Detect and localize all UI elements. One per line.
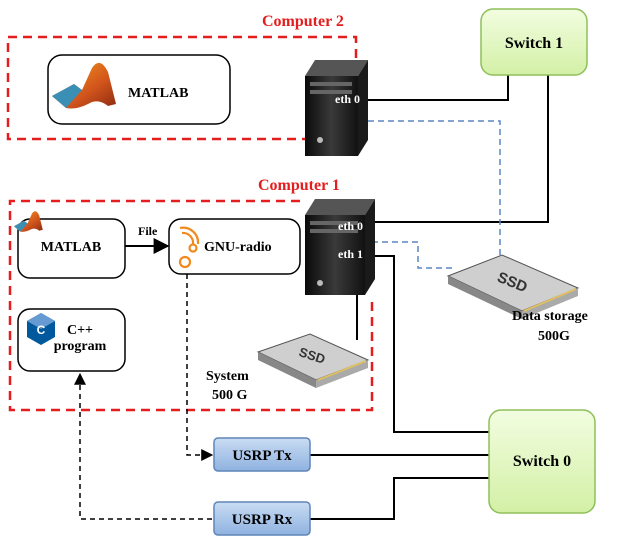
ethernet-links xyxy=(310,75,549,520)
link-c1eth0-switch1 xyxy=(370,75,549,223)
computer2-label: Computer 2 xyxy=(262,13,344,30)
system-ssd-icon: SSD xyxy=(256,333,370,388)
computer1-eth1-label: eth 1 xyxy=(338,247,363,261)
link-usrprx-switch0 xyxy=(310,477,500,520)
switch0-label: Switch 0 xyxy=(513,453,571,470)
matlab-icon xyxy=(52,62,116,109)
file-label: File xyxy=(138,224,158,238)
gnuradio-label: GNU-radio xyxy=(204,240,272,255)
link-c2-datastorage xyxy=(348,120,501,262)
computer1-pc-icon xyxy=(305,199,375,295)
link-c1-datastorage xyxy=(372,241,455,269)
svg-text:C: C xyxy=(37,323,46,337)
computer1-label: Computer 1 xyxy=(258,177,340,194)
switch1[interactable]: Switch 1 xyxy=(480,8,588,76)
computer2-matlab-box[interactable]: MATLAB xyxy=(47,54,231,125)
cpp-icon: C xyxy=(27,313,55,345)
computer2-matlab-label: MATLAB xyxy=(128,86,188,101)
usrp-rx-box[interactable]: USRP Rx xyxy=(213,501,311,536)
computer1-matlab-box[interactable]: MATLAB xyxy=(14,211,126,279)
gnuradio-to-usrptx xyxy=(186,274,214,461)
data-storage-label-line1: Data storage xyxy=(512,309,588,324)
data-storage-label-line2: 500G xyxy=(538,329,570,344)
usrp-rx-label: USRP Rx xyxy=(232,512,293,528)
switch1-label: Switch 1 xyxy=(505,35,563,52)
system-label-line1: System xyxy=(206,369,249,384)
link-c1eth1-switch0 xyxy=(372,255,500,433)
usrp-tx-box[interactable]: USRP Tx xyxy=(213,437,311,472)
computer1-eth0-label: eth 0 xyxy=(338,219,363,233)
usrp-tx-label: USRP Tx xyxy=(232,448,292,464)
cpp-label-line2: program xyxy=(54,339,107,354)
cpp-program-box[interactable]: C C++ program xyxy=(17,308,126,372)
computer2-eth0-label: eth 0 xyxy=(335,92,360,106)
computer1-boundary xyxy=(8,199,374,412)
computer2-pc-icon xyxy=(305,60,368,156)
cpp-label-line1: C++ xyxy=(67,323,93,338)
switch0[interactable]: Switch 0 xyxy=(488,409,596,514)
link-c2-switch1 xyxy=(348,75,509,101)
gnuradio-icon xyxy=(178,226,200,269)
computer1-matlab-label: MATLAB xyxy=(41,240,101,255)
storage-links xyxy=(348,120,501,269)
usrprx-to-cpp xyxy=(74,372,212,520)
gnuradio-box[interactable]: GNU-radio xyxy=(168,218,301,275)
system-label-line2: 500 G xyxy=(212,388,248,403)
data-storage-ssd-icon: SSD xyxy=(446,254,580,319)
matlab-icon xyxy=(14,211,43,232)
